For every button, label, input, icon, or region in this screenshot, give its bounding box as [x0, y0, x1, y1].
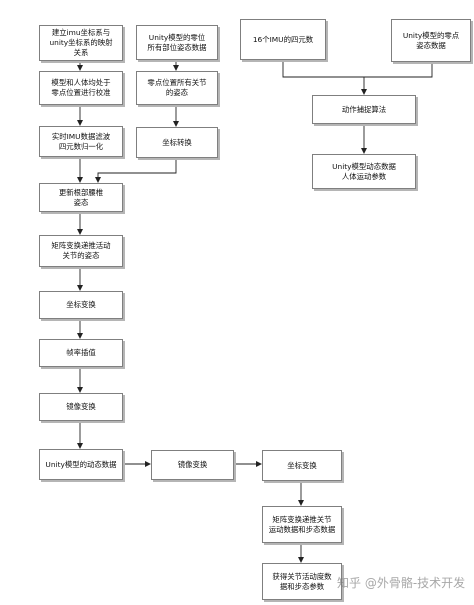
edge-quaternion-to-capture — [282, 60, 367, 95]
node-zero-joint-pose: 零点位置所有关节 的姿态 — [136, 71, 218, 105]
node-matrix-joint-motion: 矩阵变换递推关节 运动数据和步态数据 — [262, 506, 342, 543]
node-unity-output: Unity模型动态数据 人体运动参数 — [312, 154, 416, 189]
edge-convert-to-root — [95, 158, 177, 183]
node-realtime-filter: 实时IMU数据滤波 四元数归一化 — [39, 126, 123, 157]
node-imu-quaternion: 16个IMU的四元数 — [240, 19, 326, 60]
node-coord-transform-2: 坐标变换 — [262, 450, 342, 481]
node-motion-capture: 动作捕捉算法 — [312, 95, 416, 124]
node-zero-calib: 模型和人体均处于 零点位置进行校准 — [39, 71, 123, 105]
edge-unity-pose-to-capture — [364, 62, 433, 78]
node-unity-zero: Unity模型的零位 所有部位姿态数据 — [136, 25, 218, 60]
node-joint-angle-gait: 获得关节活动度数 据和步态参数 — [262, 563, 342, 600]
node-coord-convert: 坐标转换 — [136, 127, 218, 158]
node-unity-pose: Unity模型的零点 姿态数据 — [391, 19, 471, 62]
node-coord-transform-1: 坐标变换 — [39, 291, 123, 319]
node-mirror-2: 镜像变换 — [151, 450, 234, 480]
node-update-root: 更新根部腰椎 姿态 — [39, 183, 123, 212]
node-calib-coord: 建立imu坐标系与 unity坐标系的映射 关系 — [39, 25, 123, 61]
node-matrix-recursive: 矩阵变换递推活动 关节的姿态 — [39, 235, 123, 267]
node-unity-dynamic: Unity模型的动态数据 — [39, 449, 123, 480]
node-frame-interp: 帧率插值 — [39, 339, 123, 367]
watermark-text: 知乎 @外骨骼-技术开发 — [337, 576, 466, 590]
node-mirror-1: 镜像变换 — [39, 393, 123, 421]
